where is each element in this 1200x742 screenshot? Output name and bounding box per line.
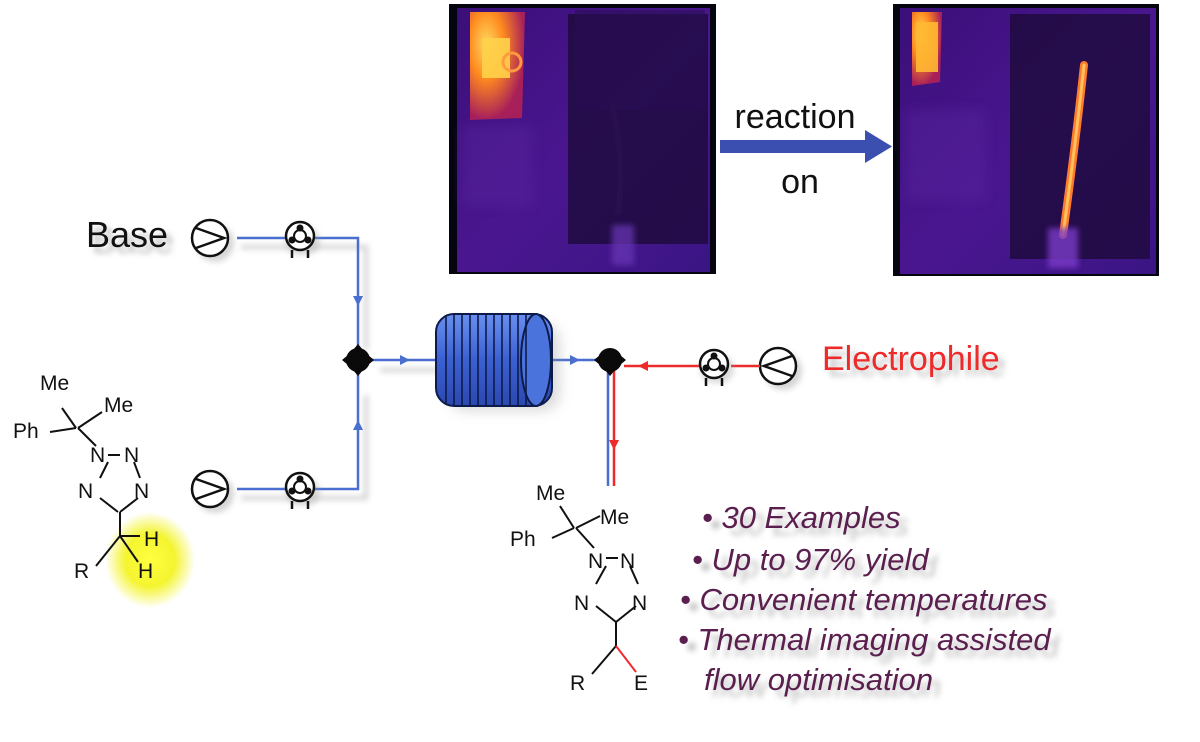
bullet-flow-optimisation: flow optimisation (704, 662, 933, 697)
pump-icon (758, 346, 802, 390)
red-flow-arrow-left (638, 361, 648, 371)
reactant-r: R (74, 560, 89, 583)
bullet-shadow-3: • Convenient temperatures (688, 589, 1056, 624)
base-label-shadow: Base (92, 220, 174, 261)
product-n3: N (574, 592, 589, 615)
bullet-thermal-imaging: • Thermal imaging assisted (678, 622, 1052, 657)
reaction-arrow (720, 130, 892, 163)
peristaltic-pump-icon (284, 220, 320, 258)
bullet-shadow-5: flow optimisation (712, 669, 941, 704)
reactant-h-1: H (144, 528, 159, 551)
product-me-2: Me (600, 506, 629, 529)
blue-flow-arrows (353, 296, 580, 430)
thermal-image-after (893, 4, 1159, 276)
reactant-me-1: Me (40, 372, 69, 395)
bullet-shadow-2: • Up to 97% yield (700, 549, 938, 584)
tubing-shadow (241, 245, 440, 500)
reactant-n4: N (134, 480, 149, 503)
pump-icon (190, 218, 234, 262)
mixer-junction-icon (594, 348, 626, 376)
peristaltic-pump-icon (284, 471, 320, 509)
red-flow-arrow-down (609, 440, 619, 450)
reaction-label-top: reaction (735, 98, 856, 136)
mixer-junction-icon (342, 344, 374, 376)
reactant-ph: Ph (13, 420, 39, 443)
reactant-n1: N (90, 444, 105, 467)
product-n2: N (620, 550, 635, 573)
bullet-shadow-1: • 30 Examples (710, 507, 909, 542)
bullet-examples: • 30 Examples (702, 500, 901, 535)
product-me-1: Me (536, 482, 565, 505)
coil-reactor-icon (435, 313, 560, 411)
pump-icon (190, 469, 234, 513)
peristaltic-pump-icon (698, 348, 734, 386)
product-n1: N (588, 550, 603, 573)
bullet-shadow-4: • Thermal imaging assisted (686, 629, 1060, 664)
product-r: R (570, 672, 585, 695)
reactant-n3: N (78, 480, 93, 503)
product-e: E (634, 672, 648, 695)
bullet-yield: • Up to 97% yield (692, 542, 930, 577)
base-label: Base (86, 214, 168, 255)
electrophile-label: Electrophile (822, 340, 1000, 378)
product-n4: N (632, 592, 647, 615)
bullet-temperatures: • Convenient temperatures (680, 582, 1048, 617)
reactant-n2: N (124, 444, 139, 467)
reactant-h-2: H (138, 560, 153, 583)
results-bullets: • 30 Examples • 30 Examples • Up to 97% … (678, 500, 1060, 704)
red-tubing (612, 364, 700, 486)
reactant-me-2: Me (104, 394, 133, 417)
electrophile-label-shadow: Electrophile (828, 346, 1006, 384)
thermal-image-before (449, 4, 716, 274)
product-structure: Me Me Ph N N N N R E (510, 482, 648, 695)
product-ph: Ph (510, 528, 536, 551)
reactant-structure: Me Me Ph N N N N R H H (13, 372, 195, 608)
reaction-label-bottom: on (781, 163, 819, 201)
